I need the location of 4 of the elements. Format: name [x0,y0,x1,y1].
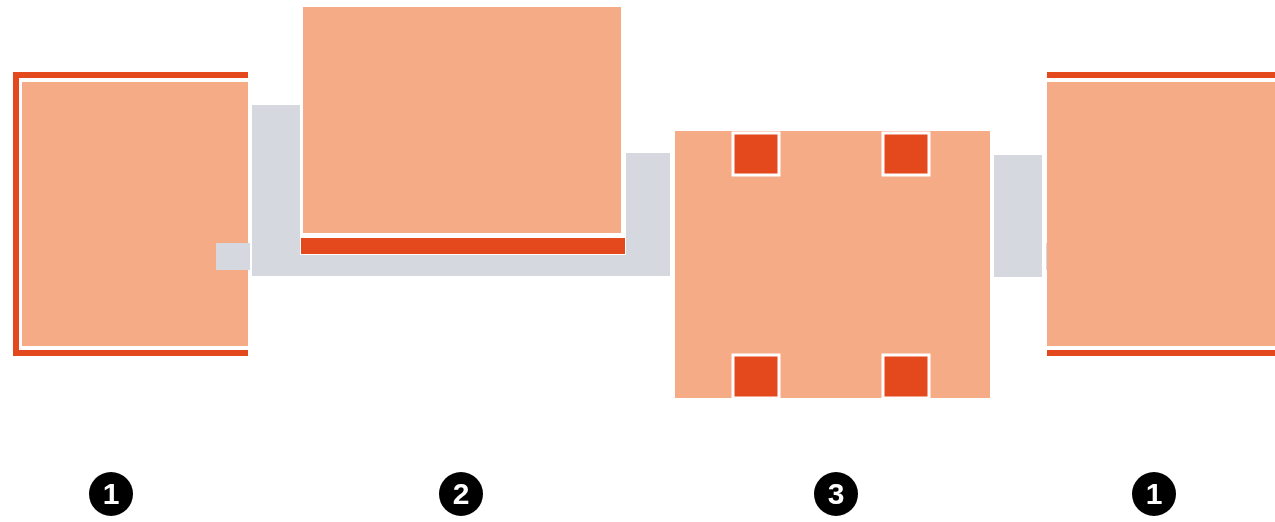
callout-number: 1 [1132,472,1176,516]
callout-number: 2 [439,472,483,516]
callout-number: 1 [89,472,133,516]
callout-number: 3 [814,472,858,516]
